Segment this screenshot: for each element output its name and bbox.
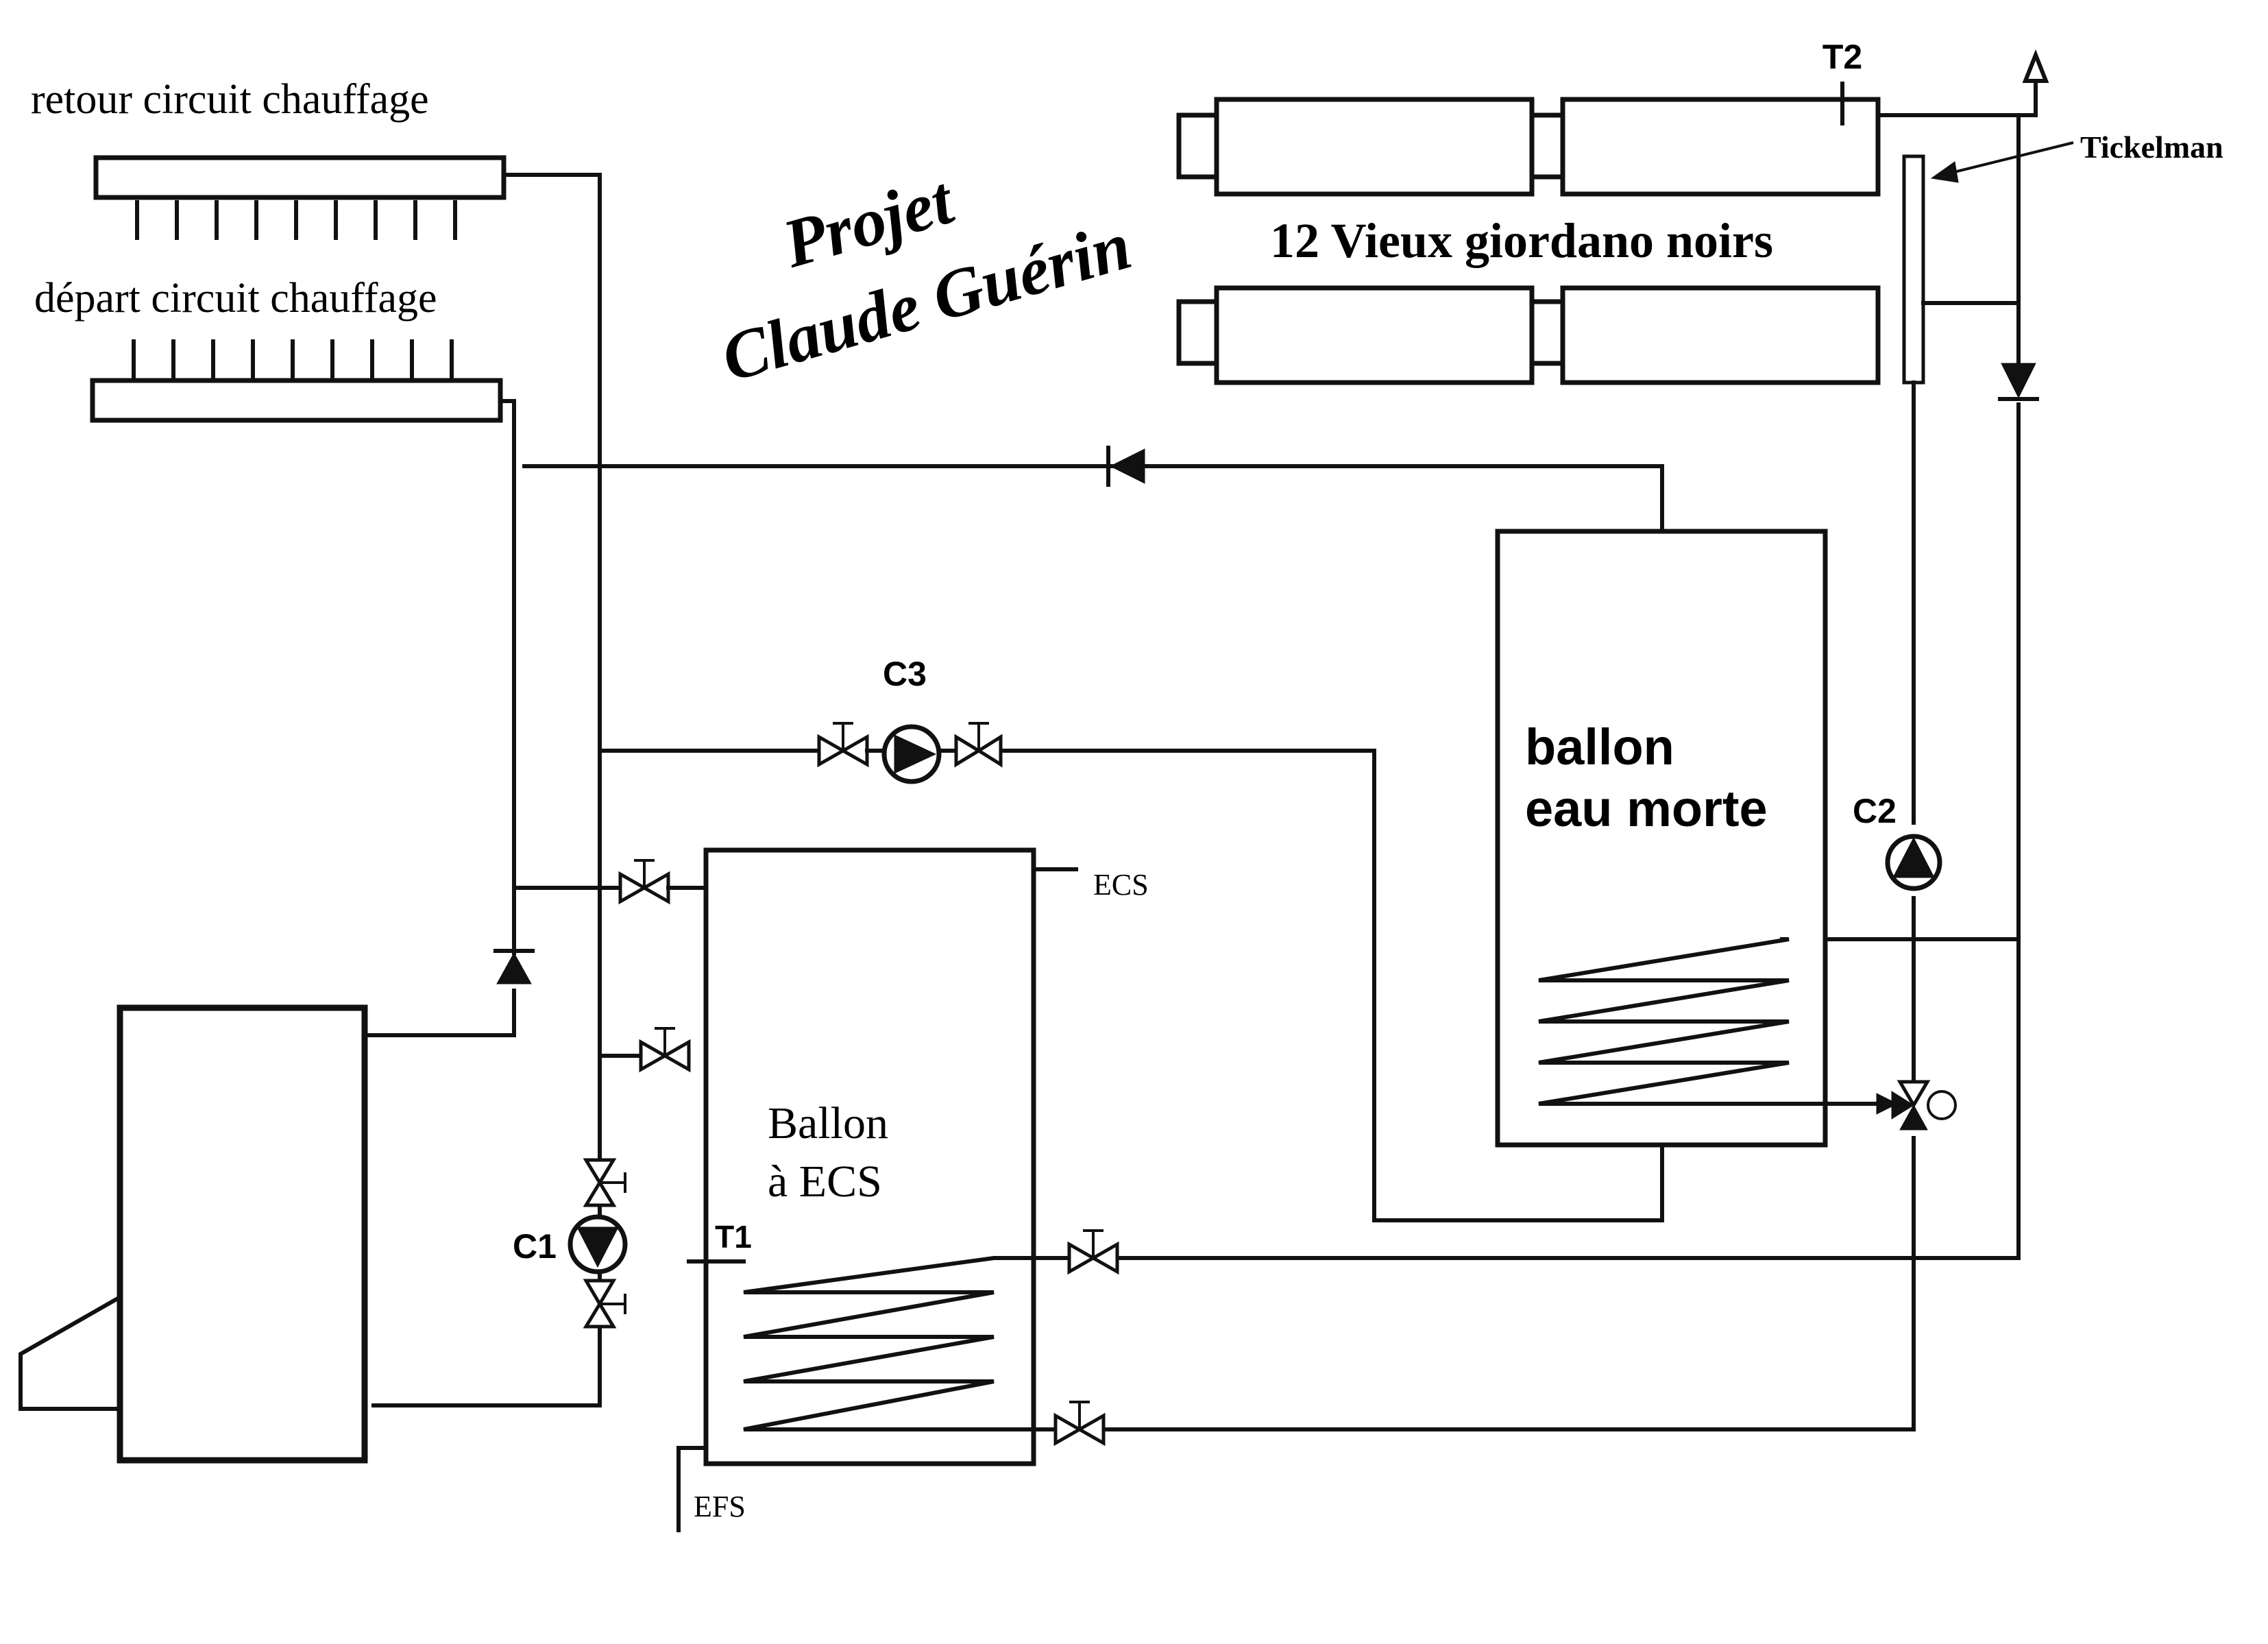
ecs-label: ECS (1093, 868, 1149, 902)
depart-label: départ circuit chauffage (34, 275, 437, 322)
supply-pipe (498, 399, 516, 955)
c1-valve-bottom (583, 1279, 626, 1329)
c2-label: C2 (1853, 792, 1897, 830)
tickelman-arrow (1930, 141, 2074, 183)
buffer-top-pipe (522, 464, 1664, 533)
collector-piping (1095, 113, 2038, 1431)
ecs-valve-middle (639, 1027, 691, 1073)
ballon-morte-label-1: ballon (1525, 718, 1674, 775)
t1-label: T1 (715, 1219, 752, 1255)
c1-pump (568, 1214, 628, 1274)
boiler-check-valve (493, 949, 535, 984)
boiler (19, 1004, 368, 1464)
coil-flow-arrow (1876, 1093, 1899, 1115)
heating-supply-manifold: départ circuit chauffage (34, 275, 503, 423)
collectors-label: 12 Vieux giordano noirs (1270, 213, 1773, 268)
ballon-ecs-tank: Ballon à ECS (512, 847, 1071, 1466)
boiler-supply-pipe (354, 989, 516, 1037)
tickelman-label: Tickelman (2080, 130, 2223, 165)
buffer-bottom-pipe (999, 749, 1664, 1222)
c3-label: C3 (883, 655, 927, 693)
ballon-ecs-label-2: à ECS (768, 1157, 882, 1207)
project-title: Projet Claude Guérin (714, 161, 1139, 396)
buffer-check-valve (1106, 446, 1145, 487)
air-vent-icon (2022, 49, 2049, 115)
collector-check-valve (1998, 363, 2039, 401)
c3-pump (881, 724, 942, 784)
ecs-valve-top (618, 859, 705, 905)
return-pipe (502, 173, 602, 1161)
tickelman-riser (1902, 154, 1925, 385)
efs-label: EFS (694, 1490, 746, 1523)
c1-valve-top (583, 1158, 626, 1207)
solar-coil-valve-top (1067, 1229, 1119, 1275)
ballon-eau-morte-tank: ballon eau morte (1495, 529, 1894, 1148)
three-way-valve-icon (1891, 1080, 1957, 1131)
efs-inlet (676, 1446, 708, 1532)
solar-coil-valve-bottom (1053, 1401, 1106, 1447)
solar-collectors: 12 Vieux giordano noirs (1176, 97, 1881, 385)
boiler-return-pipe (371, 1325, 602, 1407)
c3-valve-right (954, 722, 1003, 768)
t2-label: T2 (1822, 38, 1862, 76)
retour-label: retour circuit chauffage (31, 76, 429, 123)
c3-valve-left (817, 722, 869, 768)
ballon-ecs-label-1: Ballon (768, 1098, 888, 1148)
heating-return-manifold: retour circuit chauffage (31, 76, 507, 240)
c1-label: C1 (513, 1227, 557, 1266)
ballon-morte-label-2: eau morte (1525, 780, 1768, 837)
c2-pump (1885, 834, 1942, 891)
